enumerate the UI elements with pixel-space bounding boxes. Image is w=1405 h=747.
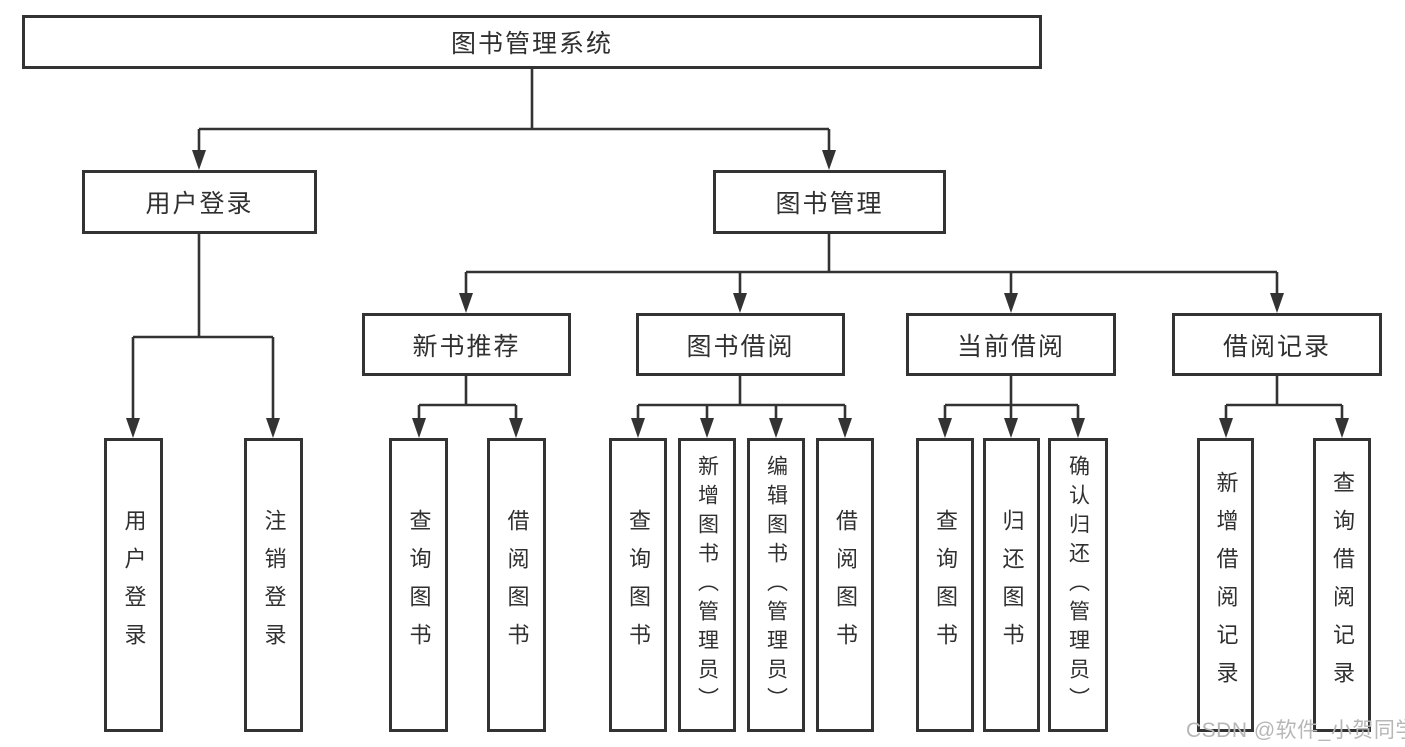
node-root: 图书管理系统 bbox=[22, 15, 1042, 69]
node-label: 借阅记录 bbox=[1222, 332, 1331, 361]
leaf-edit-book-admin: 编辑图书（管理员） bbox=[747, 438, 805, 732]
node-label: 查询图书 bbox=[406, 509, 432, 661]
node-book-borrow: 图书借阅 bbox=[636, 313, 845, 376]
node-label: 当前借阅 bbox=[956, 332, 1065, 361]
leaf-add-book-admin: 新增图书（管理员） bbox=[678, 438, 736, 732]
node-label: 用户登录 bbox=[145, 190, 254, 218]
node-label: 借阅图书 bbox=[833, 509, 858, 661]
node-label: 新书推荐 bbox=[412, 332, 521, 361]
connector-root-to-level2 bbox=[192, 69, 836, 170]
leaf-logout: 注销登录 bbox=[244, 438, 303, 732]
node-current-borrow: 当前借阅 bbox=[906, 313, 1116, 376]
node-label: 注销登录 bbox=[261, 509, 287, 661]
connector-user-login-to-leaves bbox=[126, 234, 280, 438]
node-label: 图书管理系统 bbox=[450, 30, 613, 58]
node-label: 查询图书 bbox=[626, 509, 651, 661]
node-label: 图书管理 bbox=[775, 190, 884, 218]
leaf-return-book: 归还图书 bbox=[983, 438, 1040, 732]
node-label: 图书借阅 bbox=[686, 332, 795, 361]
node-label: 确认归还（管理员） bbox=[1066, 454, 1090, 716]
connector-book-management-to-level3 bbox=[459, 234, 1284, 313]
node-book-management: 图书管理 bbox=[713, 170, 946, 234]
leaf-query-borrow-record: 查询借阅记录 bbox=[1313, 438, 1371, 732]
csdn-watermark: CSDN @软件_小贺同学 bbox=[1186, 719, 1405, 742]
connector-borrow-records-to-leaves bbox=[1219, 376, 1349, 438]
connector-current-borrow-to-leaves bbox=[938, 376, 1085, 438]
node-label: 编辑图书（管理员） bbox=[764, 454, 788, 716]
leaf-add-borrow-record: 新增借阅记录 bbox=[1197, 438, 1254, 732]
leaf-query-books-3: 查询图书 bbox=[916, 438, 974, 732]
node-label: 借阅图书 bbox=[504, 509, 530, 661]
leaf-user-login: 用户登录 bbox=[104, 438, 163, 732]
connector-new-book-to-leaves bbox=[412, 376, 523, 438]
node-label: 新增借阅记录 bbox=[1213, 471, 1239, 699]
node-label: 用户登录 bbox=[121, 509, 147, 661]
leaf-query-books-1: 查询图书 bbox=[389, 438, 448, 732]
node-borrow-records: 借阅记录 bbox=[1172, 313, 1382, 376]
leaf-query-books-2: 查询图书 bbox=[609, 438, 667, 732]
node-user-login: 用户登录 bbox=[82, 170, 317, 234]
node-label: 归还图书 bbox=[999, 509, 1025, 661]
leaf-confirm-return-admin: 确认归还（管理员） bbox=[1048, 438, 1108, 732]
node-label: 查询图书 bbox=[933, 509, 958, 661]
node-label: 新增图书（管理员） bbox=[695, 454, 719, 716]
leaf-borrow-books-2: 借阅图书 bbox=[816, 438, 874, 732]
leaf-borrow-books-1: 借阅图书 bbox=[487, 438, 546, 732]
connector-book-borrow-to-leaves bbox=[631, 376, 852, 438]
node-label: 查询借阅记录 bbox=[1330, 471, 1355, 699]
node-new-book-recommend: 新书推荐 bbox=[362, 313, 571, 376]
